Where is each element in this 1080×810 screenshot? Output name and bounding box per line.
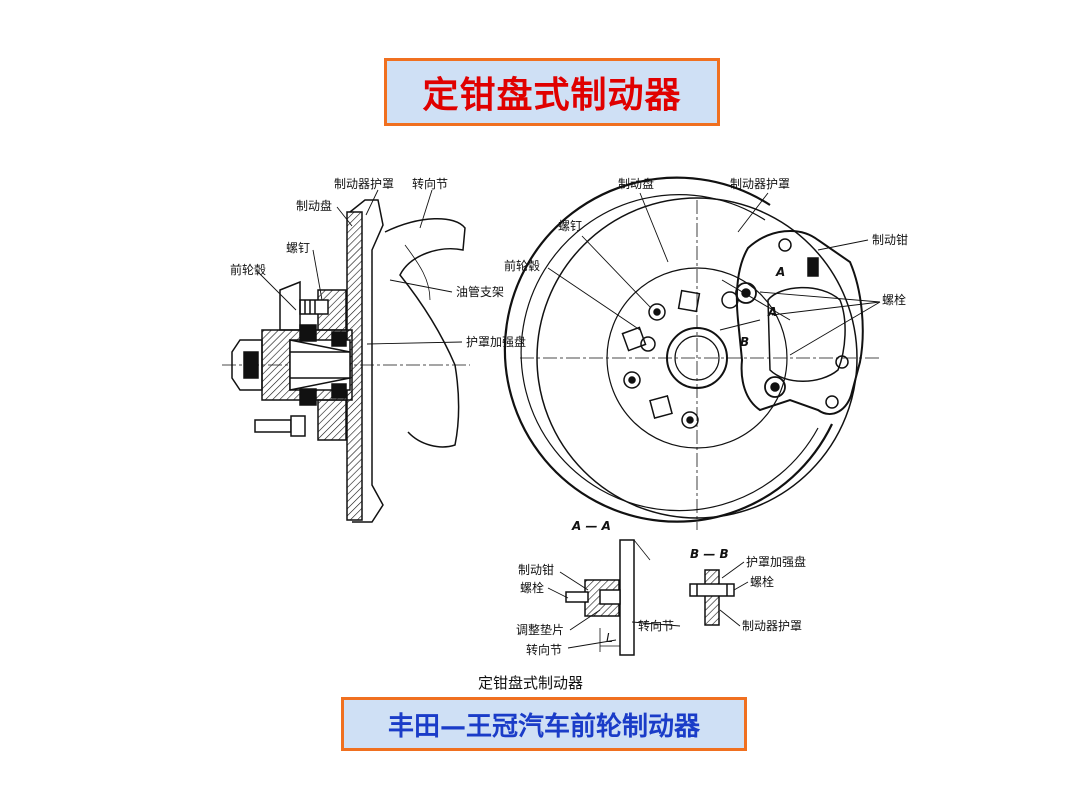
title-box: 定钳盘式制动器 [384,58,720,126]
label-right-disc: 制动盘 [618,176,654,191]
right-caliper [735,230,864,415]
left-hub-cap [231,339,263,391]
section-aa-leaders [547,571,681,649]
section-bb-leaders [719,561,749,627]
section-aa-labels: A — A 制动钳 螺栓 调整垫片 转向节 转向节 L [516,519,674,657]
label-right-screw: 螺钉 [558,219,582,233]
label-left-knuckle: 转向节 [412,176,448,191]
right-leaders [547,192,881,356]
right-front-view [503,176,880,530]
label-aa-shim: 调整垫片 [516,622,564,637]
label-right-hub: 前轮毂 [504,258,540,273]
label-mark-a: A [775,265,785,279]
label-right-brake-shield: 制动器护罩 [730,177,790,191]
label-aa-knuckle-left: 转向节 [526,642,562,657]
right-labels: 制动盘 制动器护罩 螺钉 制动钳 前轮毂 螺栓 A A B [504,176,908,349]
figure-caption: 定钳盘式制动器 [478,674,583,692]
label-left-screw: 螺钉 [286,241,310,255]
right-shield [503,176,833,523]
left-side-view [222,199,470,523]
label-right-bolt: 螺栓 [882,292,906,307]
label-aa-knuckle-right: 转向节 [638,618,674,633]
label-aa-caliper: 制动钳 [518,563,554,577]
label-mark-a2: A [767,305,777,319]
left-disc [346,211,363,521]
label-bb-reinforce-plate: 护罩加强盘 [746,554,806,569]
label-left-brake-shield: 制动器护罩 [334,177,394,191]
label-left-hub: 前轮毂 [230,262,266,277]
label-right-caliper: 制动钳 [872,233,908,247]
caption-text: 丰田—王冠汽车前轮制动器 [387,711,700,742]
left-shield [349,199,384,523]
caption-box: 丰田—王冠汽车前轮制动器 [341,697,747,751]
section-bb [689,569,735,626]
label-left-disc: 制动盘 [296,198,332,213]
left-knuckle [384,218,466,448]
label-bb-brake-shield: 制动器护罩 [742,619,802,633]
page-title: 定钳盘式制动器 [422,75,682,116]
section-aa-title: A — A [571,519,611,533]
label-left-oil-bracket: 油管支架 [456,284,504,299]
label-mark-b: B [740,335,749,349]
left-labels: 制动器护罩 转向节 制动盘 螺钉 前轮毂 油管支架 护罩加强盘 [230,176,526,349]
left-leaders [257,189,463,345]
label-bb-bolt: 螺栓 [750,574,774,589]
section-bb-labels: B — B 护罩加强盘 螺栓 制动器护罩 [690,547,806,633]
section-aa [565,539,651,656]
section-bb-title: B — B [690,547,729,561]
label-aa-bolt: 螺栓 [520,580,544,595]
label-aa-dim: L [606,631,613,645]
label-left-reinforce-plate: 护罩加强盘 [466,334,526,349]
